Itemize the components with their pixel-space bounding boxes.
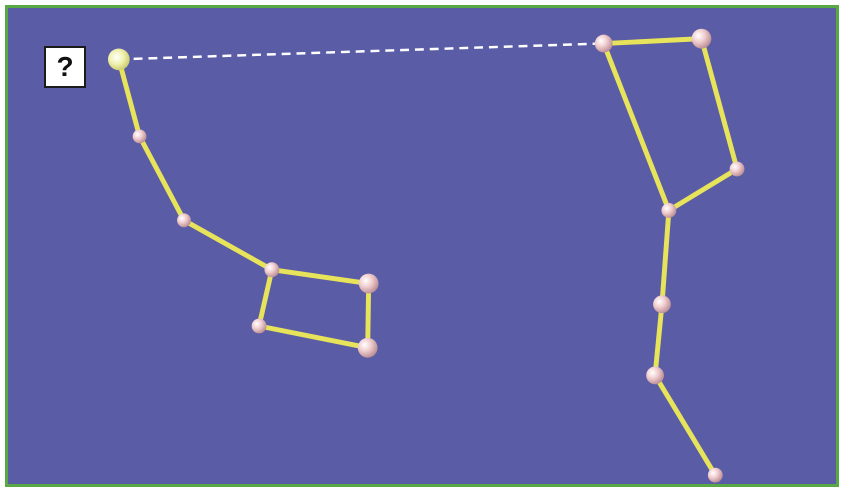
- star: [264, 262, 279, 277]
- constellation-canvas: [8, 8, 836, 484]
- big-dipper-segment: [604, 44, 669, 211]
- little-dipper-segment: [259, 326, 368, 348]
- big-dipper-segment: [604, 39, 702, 44]
- little-dipper-segment: [259, 270, 272, 326]
- big-dipper-segment: [662, 210, 669, 304]
- little-dipper-segment: [140, 136, 184, 220]
- star: [646, 366, 664, 384]
- star: [692, 29, 712, 49]
- star: [133, 129, 147, 143]
- star: [661, 203, 676, 218]
- mystery-star: [108, 48, 130, 70]
- big-dipper-lines: [604, 39, 737, 475]
- star: [708, 468, 723, 483]
- big-dipper-segment: [655, 375, 715, 475]
- dashed-pointer-line: [119, 44, 601, 60]
- star: [177, 213, 191, 227]
- little-dipper-segment: [119, 59, 140, 136]
- star: [730, 162, 745, 177]
- big-dipper-segment: [701, 39, 737, 169]
- star: [358, 338, 378, 358]
- big-dipper-stars: [595, 29, 745, 483]
- star: [653, 295, 671, 313]
- star: [595, 35, 613, 53]
- little-dipper-segment: [272, 270, 369, 284]
- question-mark-label: ?: [44, 46, 86, 88]
- little-dipper-lines: [119, 59, 369, 347]
- little-dipper-stars: [108, 48, 379, 357]
- star: [359, 274, 379, 294]
- little-dipper-segment: [184, 220, 272, 269]
- big-dipper-segment: [655, 304, 662, 375]
- constellation-diagram: ?: [5, 5, 839, 487]
- star: [252, 319, 267, 334]
- big-dipper-segment: [669, 169, 737, 210]
